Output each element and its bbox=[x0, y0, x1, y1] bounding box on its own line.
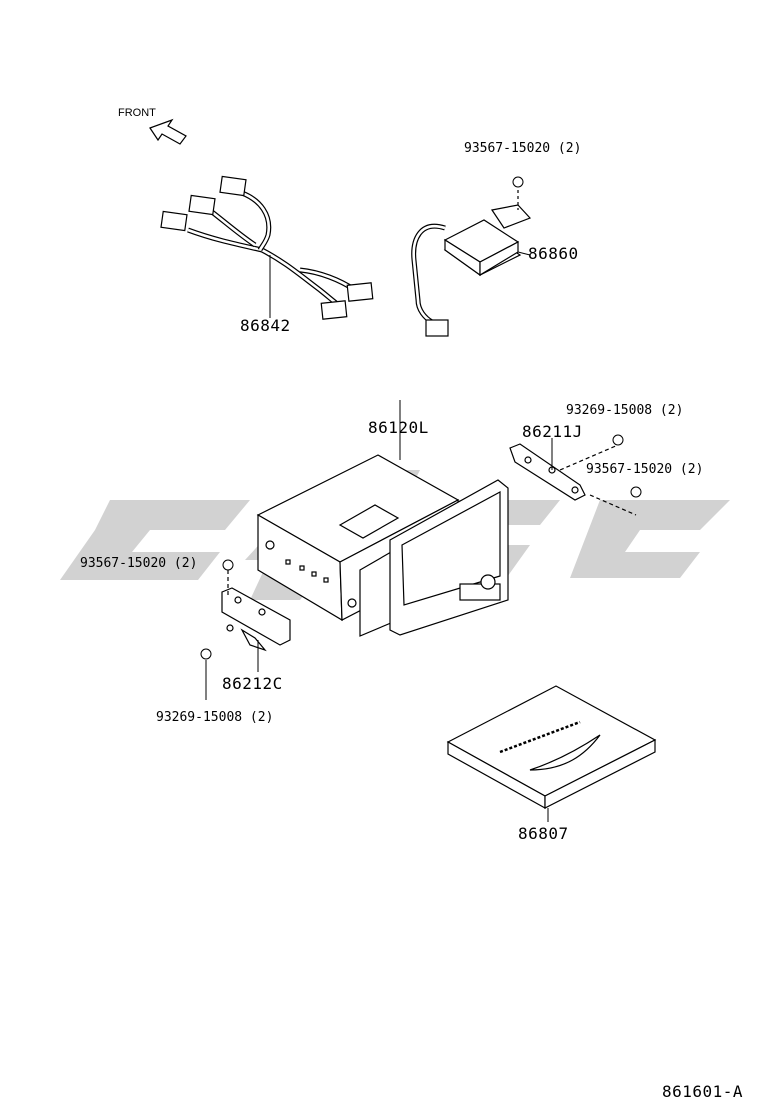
part-label-navigation-receiver[interactable]: 86120L bbox=[368, 418, 429, 437]
navigation-receiver-illustration bbox=[256, 400, 509, 637]
fastener-label-screw-right-b[interactable]: 93567-15020 (2) bbox=[586, 462, 704, 477]
illustration-id: 861601-A bbox=[662, 1082, 744, 1101]
wire-harness-illustration bbox=[160, 175, 374, 320]
bracket-right-illustration bbox=[509, 438, 637, 516]
front-arrow-icon bbox=[149, 118, 187, 145]
bracket-left-illustration bbox=[205, 570, 291, 700]
amplifier-illustration bbox=[411, 190, 532, 337]
part-label-wire-harness[interactable]: 86842 bbox=[240, 316, 291, 335]
part-label-amplifier[interactable]: 86860 bbox=[528, 244, 579, 263]
fastener-label-screw-left-b[interactable]: 93269-15008 (2) bbox=[156, 710, 274, 725]
fastener-label-screw-right-a[interactable]: 93269-15008 (2) bbox=[566, 403, 684, 418]
part-label-bracket-right[interactable]: 86211J bbox=[522, 422, 583, 441]
front-label: FRONT bbox=[118, 107, 156, 119]
fastener-label-screw-left-a[interactable]: 93567-15020 (2) bbox=[80, 556, 198, 571]
part-label-manual-book[interactable]: 86807 bbox=[518, 824, 569, 843]
manual-book-illustration bbox=[446, 685, 657, 822]
part-label-bracket-left[interactable]: 86212C bbox=[222, 674, 283, 693]
fastener-label-screw-top[interactable]: 93567-15020 (2) bbox=[464, 141, 582, 156]
